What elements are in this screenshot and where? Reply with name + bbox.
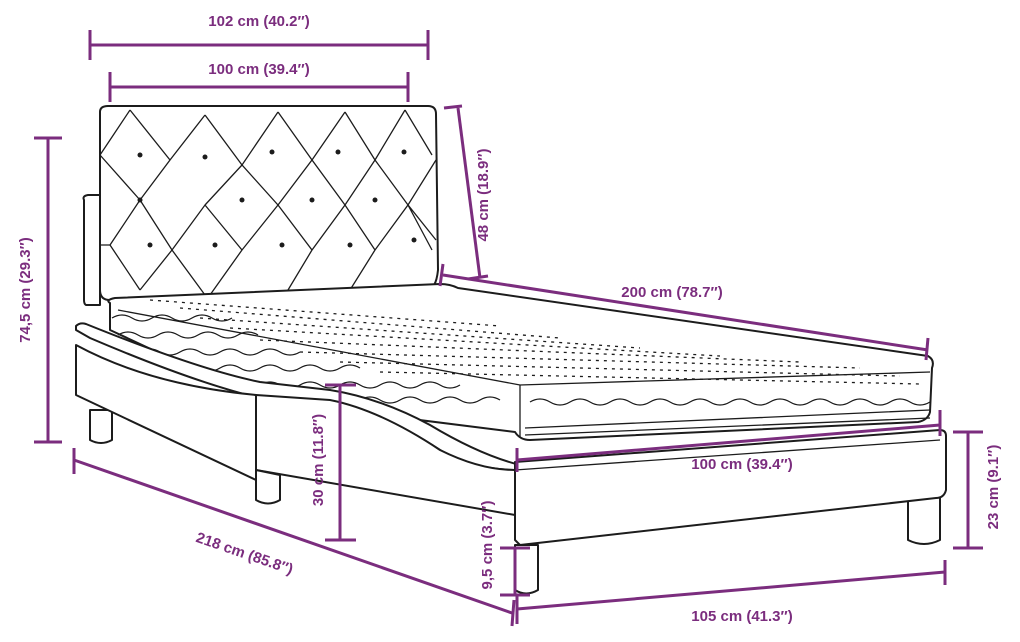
back-left-leg — [89, 409, 113, 444]
leg-height-label: 9,5 cm (3.7″) — [479, 501, 496, 590]
footboard — [514, 429, 947, 546]
headboard-panel — [99, 105, 439, 301]
mattress-side-seam — [519, 385, 931, 437]
headboard-back — [82, 194, 101, 306]
back-right-leg — [907, 494, 941, 545]
overall-width-label: 105 cm (41.3″) — [691, 608, 792, 625]
headboard-width-label: 100 cm (39.4″) — [208, 61, 309, 78]
mattress-width-label: 100 cm (39.4″) — [691, 456, 792, 473]
mattress-length-label: 200 cm (78.7″) — [621, 284, 722, 301]
bed-drawing — [75, 105, 947, 595]
front-leg — [514, 544, 539, 595]
tufting-buttons — [137, 149, 417, 248]
frame-width-label: 102 cm (40.2″) — [208, 13, 309, 30]
dimension-lines — [34, 30, 983, 627]
headboard-tufting — [99, 109, 437, 296]
mattress-quilting — [149, 299, 921, 385]
overall-height-label: 74,5 cm (29.3″) — [17, 237, 34, 343]
overall-length-label: 218 cm (85.8″) — [194, 529, 295, 578]
footboard-edge — [514, 439, 941, 471]
frame-height-label: 23 cm (9.1″) — [985, 445, 1002, 530]
underbed-height-label: 30 cm (11.8″) — [310, 414, 327, 506]
middle-leg — [255, 469, 281, 505]
headboard-height-label: 48 cm (18.9″) — [475, 148, 492, 241]
side-rail-panel — [255, 394, 516, 516]
